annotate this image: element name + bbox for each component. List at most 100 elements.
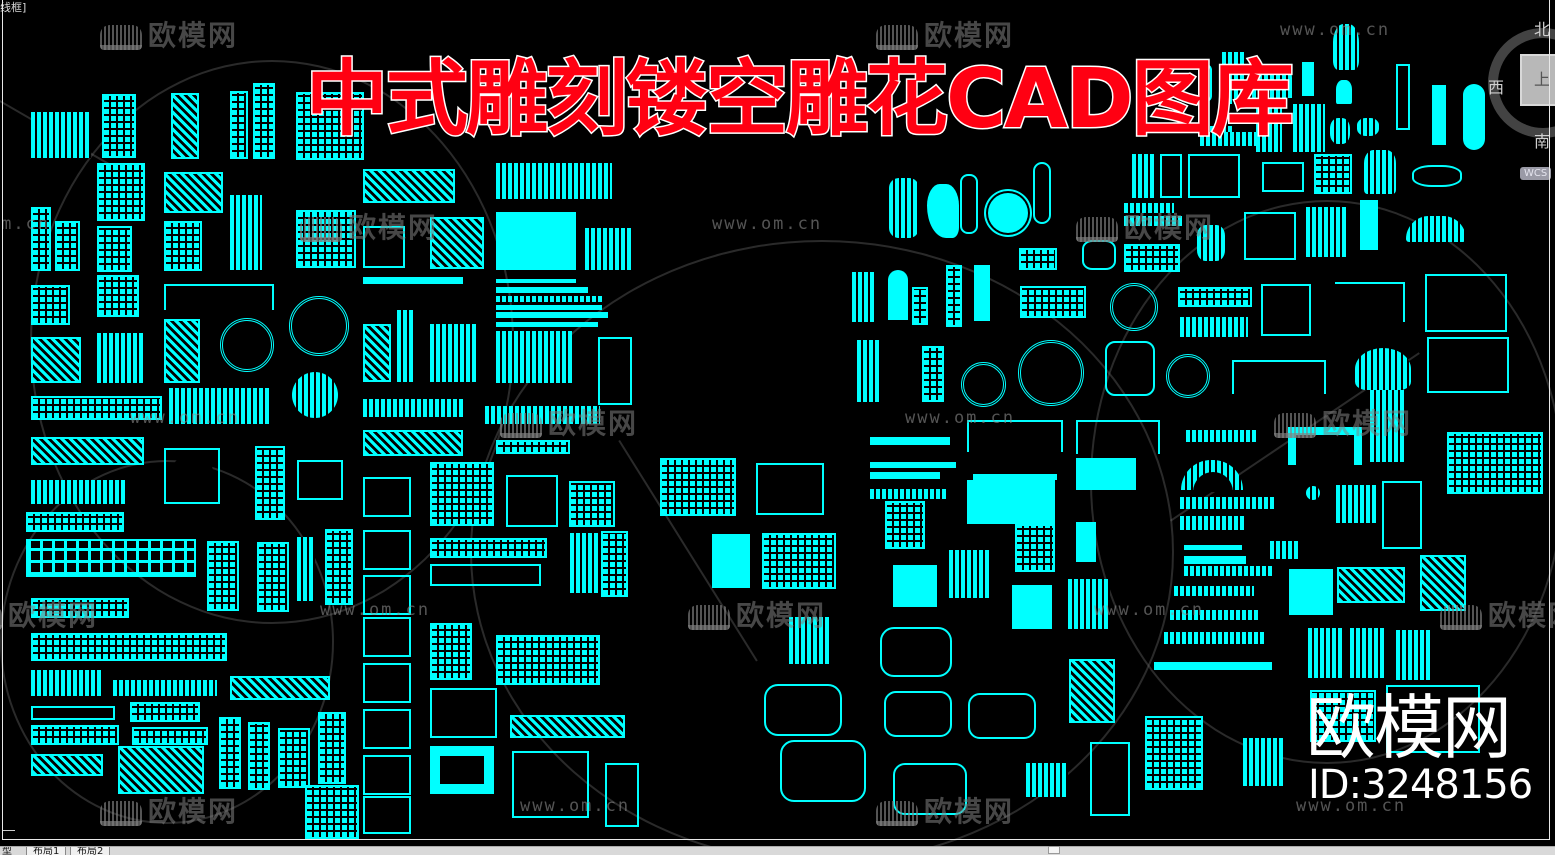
cad-gate-post[interactable] [1288, 427, 1296, 465]
cad-frame[interactable] [1090, 742, 1130, 816]
cad-grid-panel[interactable] [1447, 432, 1543, 494]
cad-panel[interactable] [171, 93, 199, 159]
cad-panel[interactable] [1243, 738, 1283, 786]
cad-panel[interactable] [1222, 52, 1244, 104]
cad-panel[interactable] [1145, 716, 1203, 790]
cad-frieze[interactable] [363, 169, 455, 203]
cad-panel[interactable] [569, 481, 615, 527]
cad-frieze[interactable] [1170, 610, 1260, 620]
cad-carving[interactable] [1252, 64, 1292, 98]
cad-panel[interactable] [601, 531, 628, 597]
cad-panel[interactable] [164, 172, 223, 213]
compass-west-label[interactable]: 西 [1488, 78, 1505, 97]
cad-panel[interactable] [756, 463, 824, 515]
cad-frieze[interactable] [31, 725, 119, 745]
cad-panel[interactable] [1160, 154, 1182, 198]
cad-panel[interactable] [97, 275, 139, 317]
cad-panel[interactable] [585, 228, 633, 270]
cad-frieze[interactable] [496, 440, 570, 454]
cad-panel[interactable] [1432, 85, 1446, 145]
cad-panel[interactable] [789, 617, 829, 664]
cad-carving-fan[interactable] [1406, 216, 1466, 242]
tab-layout2[interactable]: 布局2 [70, 847, 111, 855]
cad-panel[interactable] [164, 319, 200, 383]
cad-door-panel[interactable] [1310, 690, 1376, 742]
cad-oval-panel[interactable] [712, 534, 750, 588]
cad-frieze[interactable] [113, 680, 217, 696]
cad-carving[interactable] [1357, 118, 1379, 136]
cad-bar[interactable] [870, 489, 948, 499]
cad-octagon-frame[interactable] [764, 684, 842, 736]
cad-solid-panel[interactable] [1076, 522, 1096, 562]
cad-panel[interactable] [1068, 579, 1110, 629]
cad-panel[interactable] [305, 785, 359, 839]
cad-medallion-lattice[interactable] [1018, 340, 1084, 406]
cad-panel[interactable] [230, 195, 262, 270]
cad-frieze[interactable] [1164, 632, 1264, 644]
cad-moon-frame[interactable] [164, 448, 220, 504]
wcs-menu-button[interactable]: WCS [1520, 167, 1552, 180]
cad-panel[interactable] [1360, 200, 1378, 250]
cad-frieze[interactable] [132, 727, 208, 745]
cad-panel[interactable] [219, 717, 241, 789]
cad-panel-scroll[interactable] [430, 688, 497, 738]
cad-frieze[interactable] [31, 598, 129, 618]
cad-panel[interactable] [97, 333, 143, 383]
cad-bar[interactable] [496, 279, 576, 283]
cad-bar[interactable] [870, 472, 940, 479]
cad-carving[interactable] [1330, 118, 1350, 144]
cad-fret-band[interactable] [26, 539, 196, 577]
cad-frieze[interactable] [1180, 497, 1276, 509]
cad-solid-panel[interactable] [1289, 569, 1333, 615]
cad-frieze[interactable] [1184, 566, 1274, 576]
cad-frieze[interactable] [130, 702, 200, 722]
cad-octagon-frame[interactable] [893, 763, 967, 815]
cad-panel[interactable] [230, 91, 248, 159]
cad-fan-panel[interactable] [506, 475, 558, 527]
cad-carving[interactable] [1270, 541, 1300, 559]
cad-panel[interactable] [1302, 62, 1314, 96]
cad-panel[interactable] [949, 550, 991, 598]
cad-tile-fu[interactable] [363, 796, 411, 834]
cad-panel[interactable] [1370, 390, 1404, 462]
cad-panel[interactable] [1336, 485, 1376, 523]
cad-medallion[interactable] [961, 362, 1006, 407]
cad-bar[interactable] [870, 462, 956, 468]
cad-carving-hand[interactable] [927, 184, 959, 238]
cad-panel[interactable] [946, 265, 962, 327]
cad-octagon-door[interactable] [780, 740, 866, 802]
cad-frieze[interactable] [31, 670, 103, 696]
compass-south-label[interactable]: 南 [1534, 132, 1551, 151]
cad-panel[interactable] [1293, 104, 1325, 152]
cad-carving-crown[interactable] [1364, 150, 1396, 194]
cad-frieze[interactable] [510, 715, 625, 738]
cad-panel[interactable] [496, 163, 612, 199]
cad-bar[interactable] [496, 287, 588, 293]
cad-octagon-frame[interactable] [968, 693, 1036, 739]
cad-panel[interactable] [397, 310, 413, 382]
cad-cartouche[interactable] [1200, 64, 1212, 102]
cad-frieze[interactable] [31, 754, 103, 776]
cad-panel[interactable] [762, 533, 836, 589]
cad-panel[interactable] [1337, 567, 1405, 603]
cad-door-set[interactable] [512, 751, 589, 818]
cad-door-panel[interactable] [598, 337, 632, 405]
cad-frieze[interactable] [31, 396, 162, 420]
cad-bar[interactable] [1184, 545, 1242, 550]
cad-medallion-square[interactable] [1244, 212, 1296, 260]
cad-carving-ornament[interactable] [889, 178, 919, 238]
view-style-label[interactable]: 线框] [0, 1, 27, 14]
cad-frieze[interactable] [1124, 216, 1184, 226]
cad-gate-post[interactable] [1354, 427, 1362, 465]
cad-solid-panel[interactable] [496, 212, 576, 270]
cad-panel[interactable] [325, 529, 353, 605]
cad-frame[interactable] [1425, 274, 1507, 332]
cad-frieze[interactable] [26, 512, 124, 532]
cad-door-panel[interactable] [605, 763, 639, 827]
cad-arch-panel[interactable] [888, 270, 908, 320]
cad-frieze[interactable] [1180, 317, 1248, 337]
cad-panel[interactable] [1314, 154, 1352, 194]
cad-bar[interactable] [496, 312, 608, 318]
cad-tile-ornament[interactable] [363, 575, 411, 615]
cad-panel[interactable] [318, 712, 346, 784]
